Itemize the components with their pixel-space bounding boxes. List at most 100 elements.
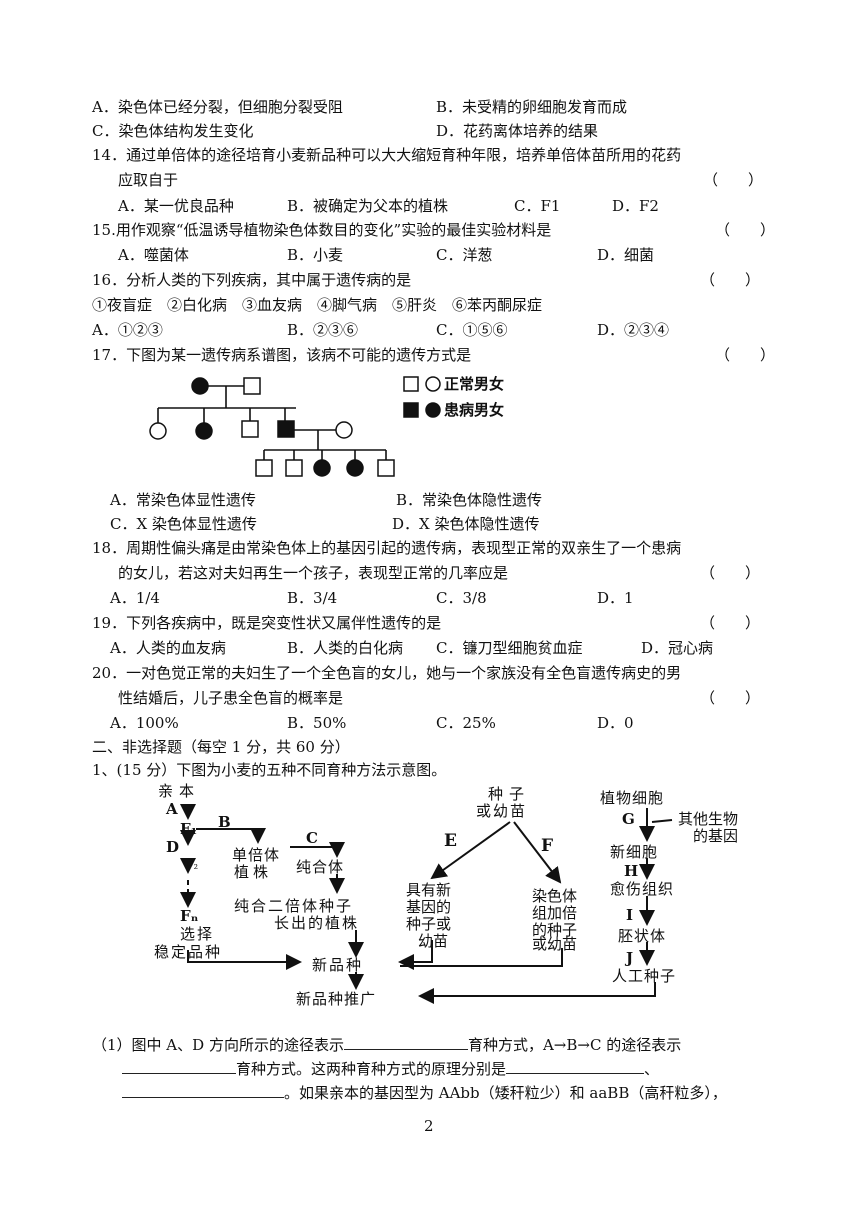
q20-option-d: D．0 xyxy=(597,714,634,732)
answer-blank-2[interactable] xyxy=(122,1057,236,1074)
label-haploid-plant: 植株 xyxy=(234,863,273,881)
label-new-variety: 新品种 xyxy=(312,956,364,974)
legend-affected-female-icon xyxy=(425,402,441,418)
q20-stem-line1: 20．一对色觉正常的夫妇生了一个全色盲的女儿，她与一个家族没有全色盲遗传病史的男 xyxy=(92,664,682,682)
pedigree-normal-male xyxy=(241,420,259,438)
label-select: 选择 xyxy=(180,925,215,943)
label-chrom-2: 组加倍 xyxy=(532,904,578,922)
label-stable-variety: 稳定品种 xyxy=(154,943,223,961)
q14-option-a: A．某一优良品种 xyxy=(118,197,234,215)
q18-stem-line1: 18．周期性偏头痛是由常染色体上的基因引起的遗传病，表现型正常的双亲生了一个患病 xyxy=(92,539,682,557)
label-diploid-plant: 长出的植株 xyxy=(274,914,360,932)
label-diploid-seed: 纯合二倍体种子 xyxy=(234,897,354,915)
page-number: 2 xyxy=(424,1117,434,1135)
label-new-cell: 新细胞 xyxy=(610,843,659,861)
label-new-gene-4: 幼苗 xyxy=(418,932,449,950)
label-j: J xyxy=(626,949,634,967)
q18-answer-bracket: （ ） xyxy=(700,564,761,582)
q19-answer-bracket: （ ） xyxy=(700,614,761,632)
label-e: E xyxy=(444,831,457,851)
label-other-gene-2: 的基因 xyxy=(693,827,739,845)
q1-1-text-4: 、 xyxy=(644,1060,660,1078)
label-artificial-seed: 人工种子 xyxy=(612,967,677,985)
q13-option-a: A．染色体已经分裂，但细胞分裂受阻 xyxy=(92,98,343,116)
q1-1-line2: 育种方式。这两种育种方式的原理分别是 、 xyxy=(122,1057,659,1079)
q16-option-b: B．②③⑥ xyxy=(287,321,359,339)
q20-option-a: A．100% xyxy=(110,714,179,732)
pedigree-normal-male xyxy=(377,459,395,477)
q19-option-d: D．冠心病 xyxy=(641,639,714,657)
q15-option-c: C．洋葱 xyxy=(436,246,493,264)
legend-normal-male-icon xyxy=(403,376,419,392)
label-new-gene-1: 具有新 xyxy=(406,881,452,899)
q17-option-d: D．X 染色体隐性遗传 xyxy=(392,515,540,533)
q17-option-b: B．常染色体隐性遗传 xyxy=(396,491,543,509)
q15-answer-bracket: （ ） xyxy=(715,221,776,239)
label-i: I xyxy=(626,906,634,924)
pedigree-affected-female xyxy=(191,377,209,395)
pedigree-normal-male xyxy=(243,377,261,395)
q16-option-c: C．①⑤⑥ xyxy=(436,321,508,339)
label-g: G xyxy=(622,810,635,828)
q20-answer-bracket: （ ） xyxy=(700,689,761,707)
q17-answer-bracket: （ ） xyxy=(715,346,776,364)
q1-stem: 1、(15 分）下图为小麦的五种不同育种方法示意图。 xyxy=(92,761,447,779)
q1-1-text-5: 。如果亲本的基因型为 AAbb（矮秆粒少）和 aaBB（高秆粒多）， xyxy=(284,1084,727,1102)
q13-option-c: C．染色体结构发生变化 xyxy=(92,122,254,140)
label-plant-cell: 植物细胞 xyxy=(600,789,665,807)
legend-affected-label: 患病男女 xyxy=(444,401,505,419)
legend-normal-female-icon xyxy=(425,376,441,392)
label-promote: 新品种推广 xyxy=(296,990,377,1008)
label-chrom-4: 或幼苗 xyxy=(532,935,578,953)
q14-option-b: B．被确定为父本的植株 xyxy=(287,197,449,215)
q19-option-c: C．镰刀型细胞贫血症 xyxy=(436,639,583,657)
label-fn: Fₙ xyxy=(180,907,199,925)
legend-affected-male-icon xyxy=(403,402,419,418)
label-parent: 亲本 xyxy=(158,782,201,800)
pedigree-affected-female xyxy=(346,459,364,477)
label-other-gene-1: 其他生物 xyxy=(678,810,739,828)
label-homozygote: 纯合体 xyxy=(296,858,345,876)
q14-stem-line1: 14．通过单倍体的途径培育小麦新品种可以大大缩短育种年限，培养单倍体苗所用的花药 xyxy=(92,146,682,164)
pedigree-affected-female xyxy=(195,422,213,440)
pedigree-normal-male xyxy=(255,459,273,477)
q17-stem: 17．下图为某一遗传病系谱图，该病不可能的遗传方式是 xyxy=(92,346,472,364)
label-f: F xyxy=(541,836,554,856)
q14-stem-line2: 应取自于 xyxy=(118,171,179,189)
label-d: D xyxy=(166,838,180,856)
q14-option-c: C．F1 xyxy=(514,197,561,215)
q19-option-a: A．人类的血友病 xyxy=(110,639,226,657)
q19-option-b: B．人类的白化病 xyxy=(287,639,404,657)
q1-1-text-3: 育种方式。这两种育种方式的原理分别是 xyxy=(236,1060,507,1078)
q18-option-d: D．1 xyxy=(597,589,634,607)
label-a: A xyxy=(166,800,178,818)
pedigree-normal-female xyxy=(335,421,353,439)
q1-1-text-2: 育种方式，A→B→C 的途径表示 xyxy=(467,1036,682,1054)
label-seed: 种子 xyxy=(488,785,531,803)
pedigree-affected-male xyxy=(277,420,295,438)
q13-option-d: D．花药离体培养的结果 xyxy=(436,122,599,140)
label-new-gene-3: 种子或 xyxy=(406,915,452,933)
pedigree-affected-female xyxy=(313,459,331,477)
q14-option-d: D．F2 xyxy=(612,197,659,215)
answer-blank-4[interactable] xyxy=(122,1081,284,1098)
label-callus: 愈伤组织 xyxy=(610,880,675,898)
q18-option-b: B．3/4 xyxy=(287,589,338,607)
label-haploid: 单倍体 xyxy=(232,846,281,864)
q15-stem: 15.用作观察“低温诱导植物染色体数目的变化”实验的最佳实验材料是 xyxy=(92,221,552,239)
q18-stem-line2: 的女儿，若这对夫妇再生一个孩子，表现型正常的几率应是 xyxy=(118,564,509,582)
q14-answer-bracket: （ ） xyxy=(703,171,764,189)
q16-stem: 16．分析人类的下列疾病，其中属于遗传病的是 xyxy=(92,271,412,289)
q19-stem: 19．下列各疾病中，既是突变性状又属伴性遗传的是 xyxy=(92,614,442,632)
label-embryoid: 胚状体 xyxy=(618,927,667,945)
answer-blank-1[interactable] xyxy=(343,1033,468,1050)
q20-option-c: C．25% xyxy=(436,714,496,732)
label-chrom-1: 染色体 xyxy=(532,887,578,905)
answer-blank-3[interactable] xyxy=(506,1057,645,1074)
q1-1-line1: （1）图中 A、D 方向所示的途径表示育种方式，A→B→C 的途径表示 xyxy=(92,1033,681,1055)
label-chrom-3: 的种子 xyxy=(532,921,578,939)
pedigree-normal-male xyxy=(285,459,303,477)
q15-option-d: D．细菌 xyxy=(597,246,655,264)
pedigree-normal-female xyxy=(149,422,167,440)
q18-option-a: A．1/4 xyxy=(110,589,160,607)
